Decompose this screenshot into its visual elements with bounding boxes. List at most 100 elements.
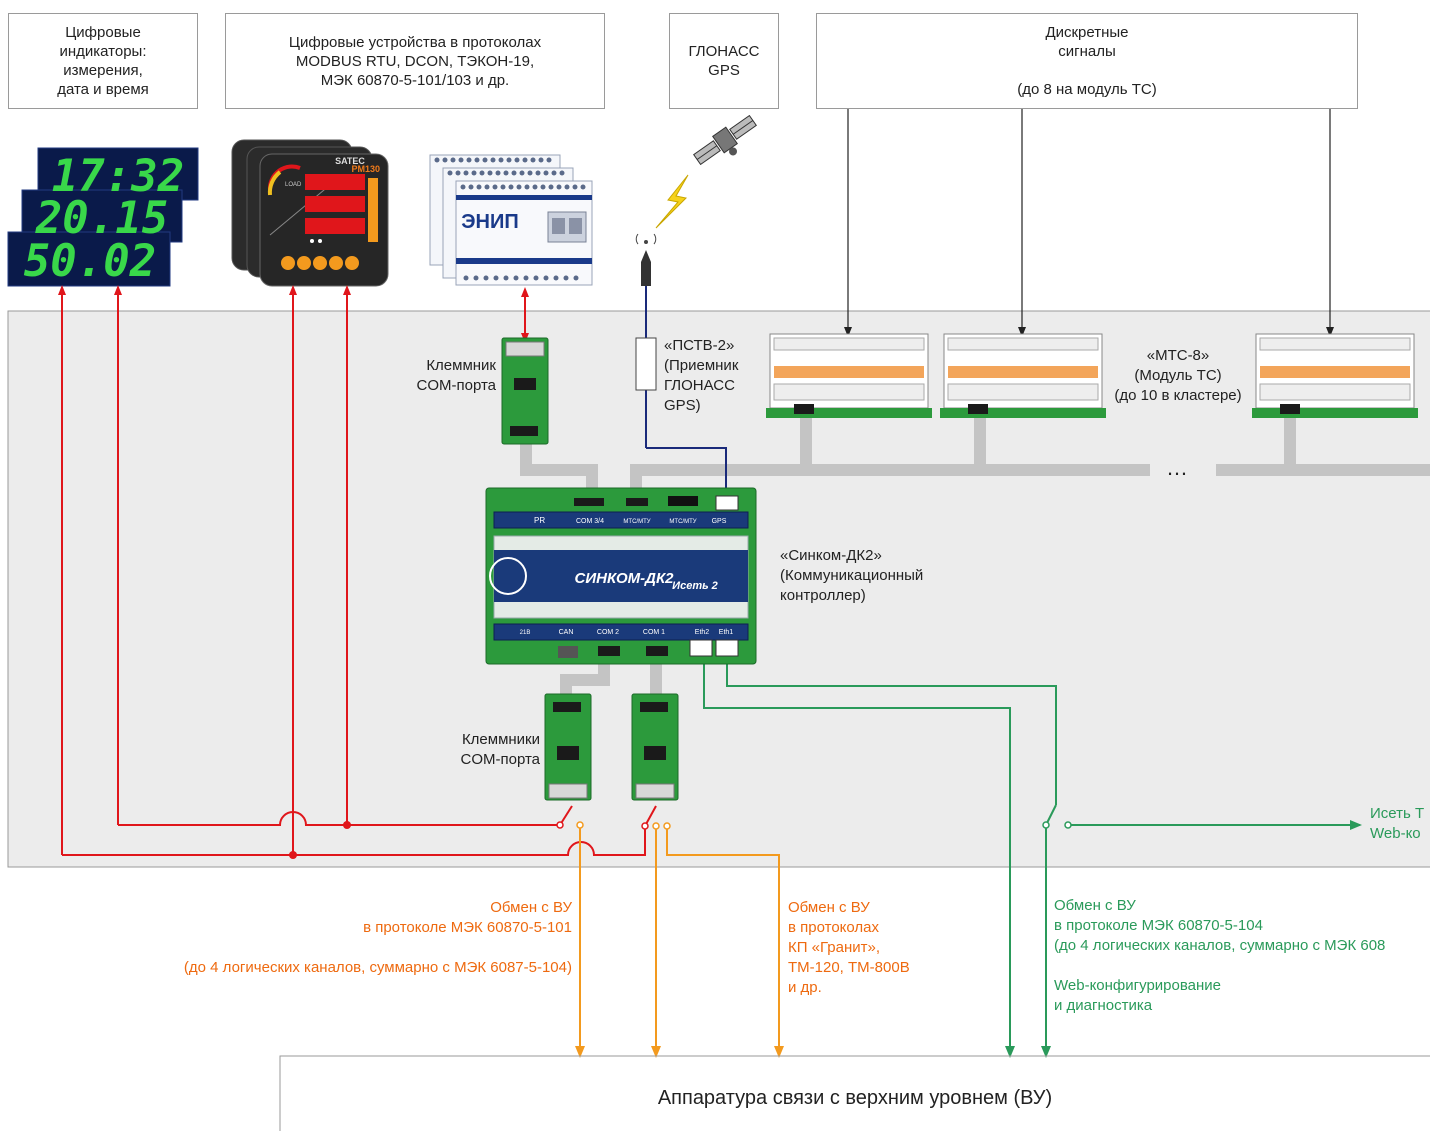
gray-bus	[520, 416, 1430, 704]
label-line	[1054, 956, 1430, 976]
label-line: Обмен с ВУ	[490, 899, 572, 916]
port-com2: COM 2	[597, 629, 619, 636]
satec-meters: SATEC PM130 LOAD	[231, 139, 389, 287]
label-line: Web-конфигурирование	[1054, 977, 1221, 994]
label-line: Клеммник	[426, 357, 496, 374]
green-connections	[703, 650, 1362, 1058]
com-terminal-bottom	[544, 693, 592, 801]
label-line: в протоколе МЭК 60870-5-101	[363, 919, 572, 936]
label-line: Web-ко	[1370, 825, 1421, 842]
label-line: COM-порта	[416, 377, 496, 394]
discrete-arrows	[844, 109, 1334, 337]
upper-level-equipment: Аппаратура связи с верхним уровнем (ВУ)	[657, 1087, 1053, 1109]
port-com34: COM 3/4	[576, 518, 604, 525]
digital-devices-line: МЭК 60870-5-101/103 и др.	[320, 71, 510, 89]
label-line: (Приемник	[664, 357, 739, 374]
port-eth2: Eth2	[695, 629, 710, 636]
indicators-line: дата и время	[57, 81, 149, 98]
ellipsis: …	[1166, 455, 1188, 480]
glonass-line: ГЛОНАСС	[688, 43, 760, 60]
label-line: Обмен с ВУ	[788, 899, 870, 916]
exchange-iec101: Обмен с ВУ в протоколе МЭК 60870-5-101 (…	[100, 898, 572, 978]
controller-21b: 21B	[520, 630, 531, 636]
indicator-freq: 50.02	[24, 236, 156, 287]
pstv-receiver	[635, 337, 657, 391]
mts-label: «МТС-8» (Модуль ТС) (до 10 в кластере)	[1104, 346, 1252, 406]
enip-devices: ЭНИП	[429, 154, 593, 286]
port-mts1: МТС/МТУ	[623, 519, 650, 525]
label-line: и др.	[788, 979, 822, 996]
label-line: (Модуль ТС)	[1134, 367, 1222, 384]
indicator-date: 20.15	[35, 193, 168, 244]
label-line: «МТС-8»	[1146, 347, 1210, 364]
indicators-line: индикаторы:	[59, 43, 147, 60]
port-eth1: Eth1	[719, 629, 734, 636]
label-line: «ПСТВ-2»	[664, 337, 735, 354]
meter-model: PM130	[351, 164, 380, 174]
pstv-label: «ПСТВ-2» (Приемник ГЛОНАСС GPS)	[664, 336, 738, 416]
meter-brand: SATEC	[335, 156, 365, 166]
label-line: ТМ-120, ТМ-800В	[788, 959, 910, 976]
mts-module	[766, 333, 932, 418]
lightning-icon	[655, 174, 689, 229]
com-terminal-top	[501, 337, 549, 445]
com-terminals-label: Клеммники COM-порта	[436, 730, 540, 770]
discrete-line: Дискретные	[1045, 24, 1129, 41]
port-mts2: МТС/МТУ	[669, 519, 696, 525]
indicator-time: 17:32	[52, 151, 184, 202]
label-line: (до 4 логических каналов, суммарно с МЭК…	[1054, 937, 1386, 954]
indicators-box: Цифровые индикаторы: измерения, дата и в…	[8, 13, 198, 109]
label-line: (до 10 в кластере)	[1114, 387, 1242, 404]
indicators-line: Цифровые	[65, 24, 141, 41]
label-line: КП «Гранит»,	[788, 939, 881, 956]
satellite-icon	[693, 114, 757, 166]
label-line: контроллер)	[780, 587, 866, 604]
mts-module	[1252, 333, 1418, 418]
controller-sub: Исеть 2	[672, 580, 718, 592]
label-line: GPS)	[664, 397, 701, 414]
discrete-line: (до 8 на модуль ТС)	[1017, 81, 1157, 98]
bottom-box-outline	[279, 1055, 1430, 1131]
label-line: Клеммники	[461, 731, 540, 748]
antenna-icon	[635, 233, 657, 286]
digital-indicators: 17:32 20.15 50.02	[7, 147, 199, 287]
exchange-granit: Обмен с ВУ в протоколах КП «Гранит», ТМ-…	[788, 898, 910, 998]
controller-label: «Синком-ДК2» (Коммуникационный контролле…	[780, 546, 923, 606]
com-terminal-label: Клеммник COM-порта	[392, 356, 496, 396]
label-line: (Коммуникационный	[780, 567, 924, 584]
exchange-iec104: Обмен с ВУ в протоколе МЭК 60870-5-104 (…	[1054, 896, 1430, 1016]
digital-devices-line: Цифровые устройства в протоколах	[288, 33, 542, 51]
digital-devices-line: MODBUS RTU, DCON, ТЭКОН-19,	[295, 52, 535, 70]
digital-devices-box: Цифровые устройства в протоколах MODBUS …	[225, 13, 605, 109]
meter-load-label: LOAD	[285, 182, 302, 188]
label-line: COM-порта	[460, 751, 540, 768]
discrete-signals-box: Дискретные сигналы (до 8 на модуль ТС)	[816, 13, 1358, 109]
glonass-box: ГЛОНАСС GPS	[669, 13, 779, 109]
orange-connections	[575, 828, 784, 1058]
label-line: в протоколе МЭК 60870-5-104	[1054, 917, 1263, 934]
com-terminal-bottom	[631, 693, 679, 801]
discrete-line: сигналы	[1058, 43, 1116, 60]
label-line: Исеть Т	[1370, 805, 1425, 822]
label-line: ГЛОНАСС	[664, 377, 735, 394]
label-line	[100, 938, 572, 958]
port-gps: GPS	[712, 518, 727, 525]
label-line: и диагностика	[1054, 997, 1153, 1014]
glonass-line: GPS	[708, 62, 740, 79]
indicators-line: измерения,	[63, 62, 143, 79]
controller-pr-label: PR	[534, 516, 545, 525]
label-line: «Синком-ДК2»	[780, 547, 882, 564]
label-line: в протоколах	[788, 919, 879, 936]
label-line: Обмен с ВУ	[1054, 897, 1136, 914]
gps-cable	[645, 286, 727, 500]
iset-web-label: Исеть Т Web-ко	[1370, 804, 1424, 844]
port-can: CAN	[559, 629, 574, 636]
port-com1: COM 1	[643, 629, 665, 636]
mts-module	[940, 333, 1106, 418]
sinkom-dk2-controller: СИНКОМ-ДК2 Исеть 2 PR COM 3/4 МТС/МТУ МТ…	[485, 487, 757, 665]
controller-name: СИНКОМ-ДК2	[574, 570, 674, 587]
red-connections	[58, 285, 657, 856]
enip-logo: ЭНИП	[461, 211, 518, 233]
label-line: (до 4 логических каналов, суммарно с МЭК…	[183, 959, 572, 976]
